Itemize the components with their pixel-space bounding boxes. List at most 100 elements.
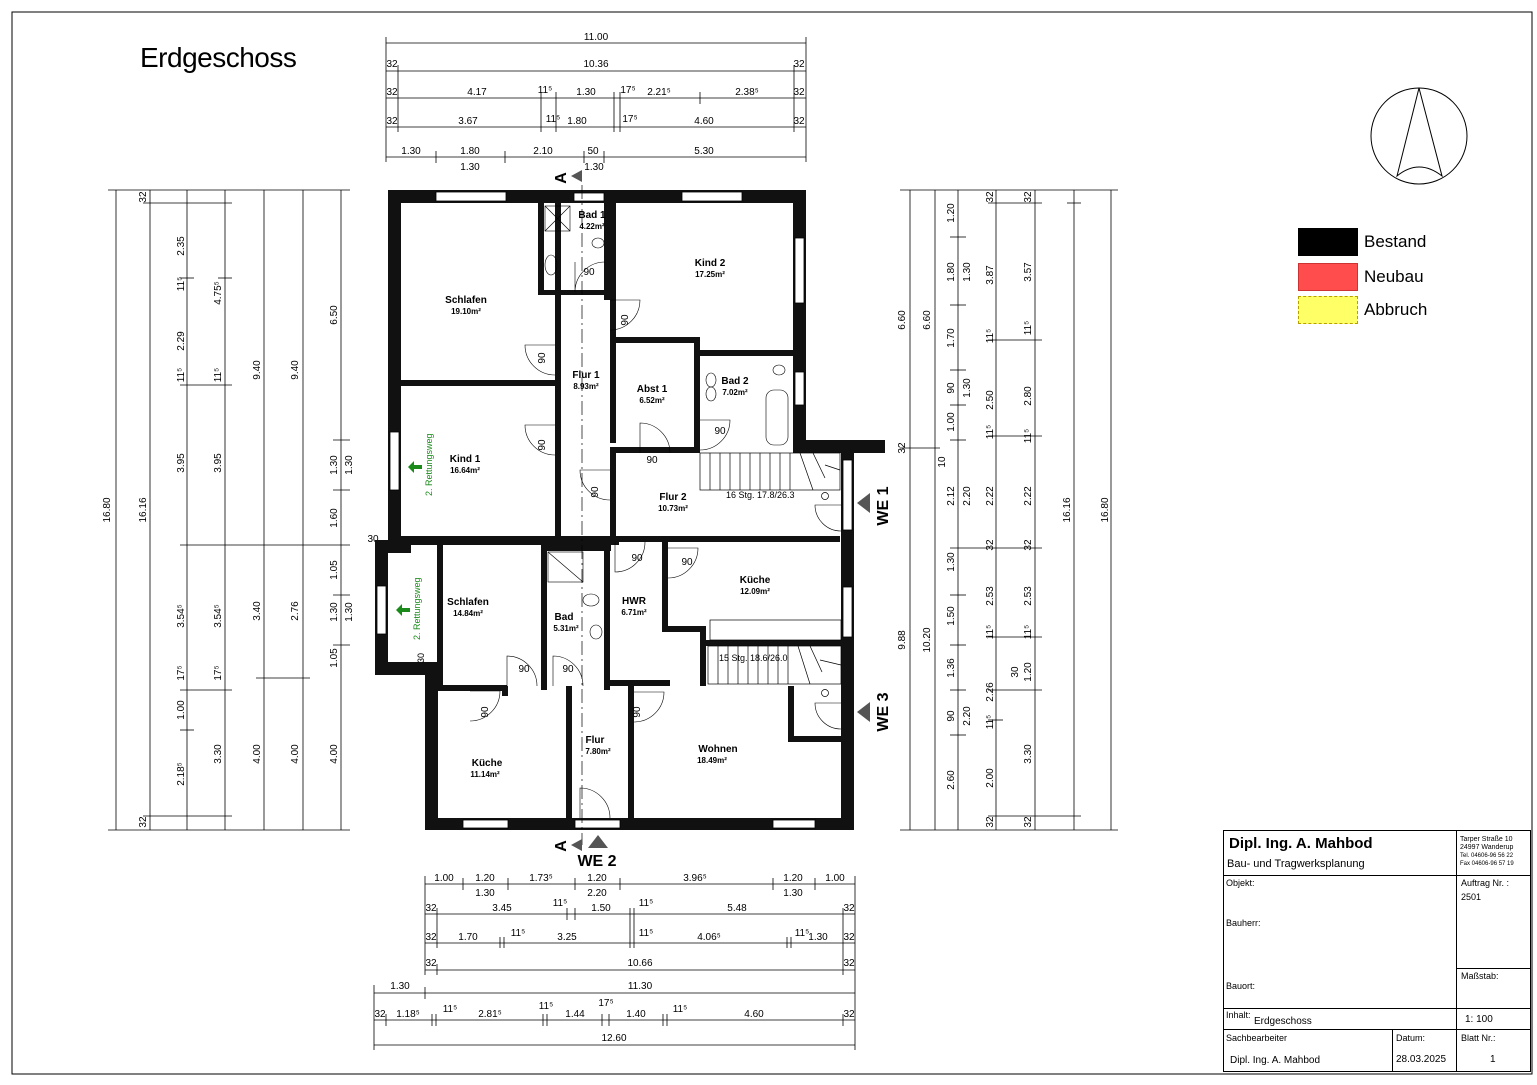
dim-label: 6.60 bbox=[922, 310, 933, 330]
door-width-labels: 90 90 90 90 90 90 90 90 90 90 90 90 90 3… bbox=[416, 267, 726, 718]
dim-label: 32 bbox=[793, 59, 805, 70]
room-name: Flur 2 bbox=[659, 492, 687, 503]
dim-label: 1.05 bbox=[329, 560, 340, 580]
dim-label: 1.20 bbox=[475, 873, 495, 884]
company-fax: Fax 04606-96 57 19 bbox=[1460, 861, 1514, 867]
company-name: Dipl. Ing. A. Mahbod bbox=[1229, 835, 1373, 852]
dim-label: 17⁵ bbox=[176, 665, 187, 680]
dim-label: 11⁵ bbox=[795, 928, 810, 939]
dim-label: 3.54⁵ bbox=[176, 604, 187, 628]
room-name: Flur bbox=[586, 735, 605, 746]
door-label: 90 bbox=[537, 439, 548, 451]
dim-label: 2.76 bbox=[290, 601, 301, 621]
room-area: 6.71m² bbox=[621, 608, 647, 617]
dim-label: 10.20 bbox=[922, 627, 933, 652]
dim-label: 32 bbox=[897, 442, 908, 454]
dim-label: 11⁵ bbox=[1023, 625, 1034, 640]
massstab-value: 1: 100 bbox=[1465, 1014, 1493, 1025]
dim-label: 1.30 bbox=[390, 981, 410, 992]
room-area: 16.64m² bbox=[450, 466, 480, 475]
drawing-title: Erdgeschoss bbox=[140, 42, 297, 73]
dim-label: 3.30 bbox=[213, 744, 224, 764]
dim-label: 17⁵ bbox=[598, 998, 613, 1009]
dim-label: 32 bbox=[425, 903, 437, 914]
dim-label: 2.53 bbox=[985, 586, 996, 606]
dim-label: 1.50 bbox=[591, 903, 611, 914]
room-name: Küche bbox=[740, 575, 771, 586]
section-label-top: A bbox=[553, 172, 570, 184]
dim-label: 1.30 bbox=[460, 162, 480, 173]
door-label: 90 bbox=[518, 664, 530, 675]
dim-label: 30 bbox=[416, 653, 426, 663]
room-area: 7.80m² bbox=[585, 747, 611, 756]
dim-label: 4.06⁵ bbox=[697, 932, 721, 943]
auftrag-label: Auftrag Nr. : bbox=[1461, 878, 1510, 888]
dim-label: 32 bbox=[843, 1009, 855, 1020]
dim-label: 11⁵ bbox=[985, 329, 996, 344]
room-area: 12.09m² bbox=[740, 587, 770, 596]
dim-label: 1.44 bbox=[565, 1009, 585, 1020]
dim-label: 30 bbox=[367, 534, 379, 545]
dim-label: 4.00 bbox=[290, 744, 301, 764]
dim-label: 16.80 bbox=[1100, 497, 1111, 522]
door-label: 90 bbox=[562, 664, 574, 675]
escape-routes: 2. Rettungsweg 2. Rettungsweg bbox=[396, 433, 434, 640]
dim-label: 1.80 bbox=[567, 116, 587, 127]
company-address: 24997 Wanderup bbox=[1460, 844, 1514, 851]
dim-label: 32 bbox=[793, 87, 805, 98]
dim-label: 11⁵ bbox=[639, 928, 654, 939]
dim-label: 3.87 bbox=[985, 265, 996, 285]
dim-label: 2.38⁵ bbox=[735, 87, 759, 98]
inhalt-label: Inhalt: bbox=[1226, 1010, 1251, 1020]
dim-label: 32 bbox=[985, 539, 996, 551]
dim-label: 1.50 bbox=[946, 606, 957, 626]
dim-label: 3.40 bbox=[252, 601, 263, 621]
bottom-dimension-lines bbox=[373, 876, 856, 1050]
escape-arrow-icon bbox=[396, 604, 410, 616]
door-label: 90 bbox=[646, 455, 658, 466]
dim-label: 4.60 bbox=[694, 116, 714, 127]
blatt-label: Blatt Nr.: bbox=[1461, 1033, 1496, 1043]
dim-label: 11⁵ bbox=[1023, 429, 1034, 444]
room-name: Schlafen bbox=[447, 597, 489, 608]
dim-label: 9.88 bbox=[897, 630, 908, 650]
dim-label: 11.00 bbox=[584, 32, 609, 43]
dim-label: 3.54⁵ bbox=[213, 604, 224, 628]
dim-label: 32 bbox=[843, 958, 855, 969]
stair-label-upper: 16 Stg. 17.8/26.3 bbox=[726, 490, 795, 500]
stair-label-lower: 15 Stg. 18.6/26.0 bbox=[719, 653, 788, 663]
sachbearbeiter-value: Dipl. Ing. A. Mahbod bbox=[1230, 1055, 1321, 1066]
dim-label: 50 bbox=[587, 146, 599, 157]
dim-label: 1.30 bbox=[808, 932, 828, 943]
dim-label: 1.40 bbox=[626, 1009, 646, 1020]
dim-label: 1.30 bbox=[401, 146, 421, 157]
dim-label: 4.00 bbox=[329, 744, 340, 764]
room-labels: Bad 1 4.22m² Kind 2 17.25m² Schlafen 19.… bbox=[445, 210, 771, 779]
escape-route-label: 2. Rettungsweg bbox=[412, 577, 422, 640]
dim-label: 3.95 bbox=[176, 453, 187, 473]
dim-label: 32 bbox=[985, 816, 996, 828]
door-label: 90 bbox=[632, 706, 643, 718]
door-label: 90 bbox=[631, 553, 643, 564]
dim-label: 32 bbox=[843, 932, 855, 943]
dim-label: 1.30 bbox=[329, 602, 340, 622]
entrance-markers: WE 1 WE 3 WE 2 A A bbox=[553, 170, 892, 870]
room-name: Bad bbox=[555, 612, 574, 623]
dim-label: 10.66 bbox=[627, 958, 652, 969]
dim-label: 11⁵ bbox=[985, 625, 996, 640]
top-dimension-texts: 11.00 32 10.36 32 32 4.17 11⁵ 1.30 17⁵ 2… bbox=[386, 32, 805, 173]
dim-label: 32 bbox=[386, 87, 398, 98]
dim-label: 1.30 bbox=[783, 888, 803, 899]
dim-label: 10.36 bbox=[583, 59, 608, 70]
dim-label: 90 bbox=[946, 382, 957, 394]
stair-labels: 16 Stg. 17.8/26.3 15 Stg. 18.6/26.0 bbox=[719, 490, 795, 663]
legend-item-neubau: Neubau bbox=[1298, 263, 1424, 291]
dim-label: 11⁵ bbox=[176, 368, 187, 383]
north-arrow-icon bbox=[1370, 87, 1468, 185]
dim-label: 17⁵ bbox=[213, 665, 224, 680]
door-label: 90 bbox=[590, 486, 601, 498]
section-arrow-icon bbox=[571, 170, 582, 182]
room-area: 7.02m² bbox=[722, 388, 748, 397]
bottom-dimension-texts: 1.00 1.20 1.73⁵ 1.20 3.96⁵ 1.20 1.00 1.3… bbox=[374, 873, 855, 1044]
